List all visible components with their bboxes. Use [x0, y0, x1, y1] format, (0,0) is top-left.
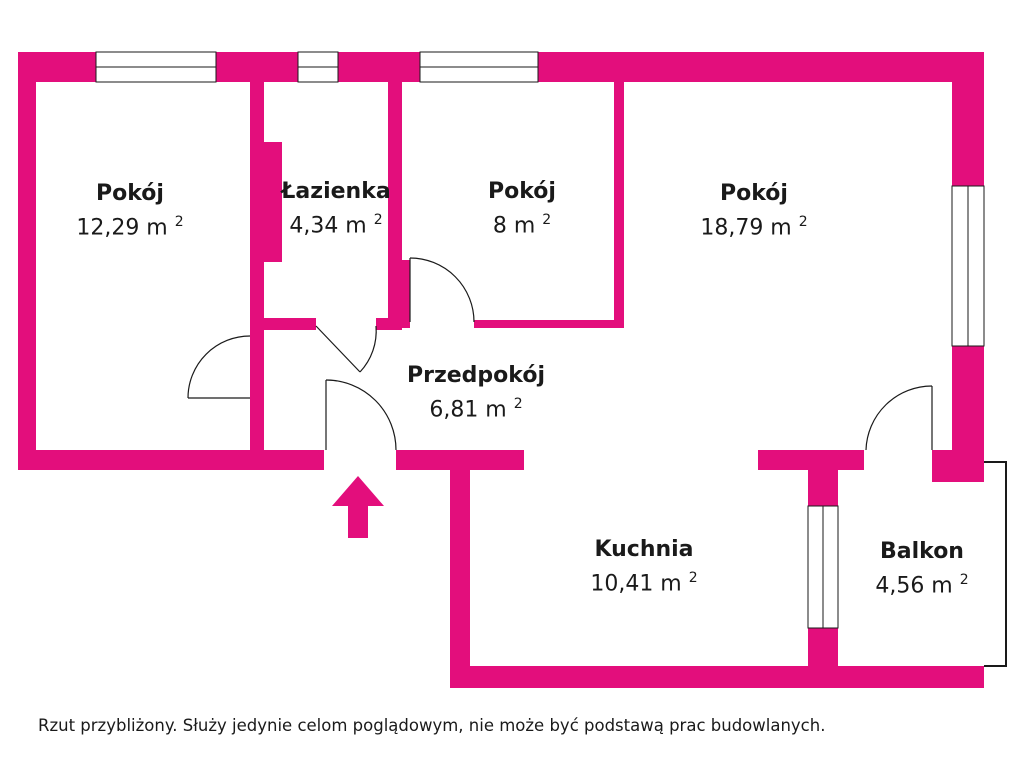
room-label-przedpokoj: Przedpokój 6,81 m 2 [406, 363, 545, 423]
wall-bath-bottom-2 [376, 318, 402, 330]
wall-bottom-left [18, 450, 324, 470]
wall-kitchen-left [450, 450, 470, 688]
wall-kitchen-right-lower [808, 628, 838, 688]
room-label-lazienka: Łazienka 4,34 m 2 [281, 179, 391, 239]
wall-right-upper [952, 52, 984, 186]
walls [18, 52, 984, 688]
wall-bath-right [388, 78, 402, 326]
wall-top-3 [338, 52, 420, 82]
wall-hall-left [250, 330, 264, 340]
wall-kitchen-bottom [450, 666, 984, 688]
arrow-up-icon [332, 476, 384, 538]
wall-bath-stub [264, 142, 282, 262]
wall-top-2 [216, 52, 298, 82]
room-label-pokoj-3: Pokój 18,79 m 2 [700, 181, 808, 241]
door-bathroom [315, 325, 361, 373]
wall-hall-left-2 [250, 398, 264, 450]
wall-room1-right [250, 78, 264, 450]
wall-left [18, 52, 36, 470]
wall-balcony-top [932, 450, 984, 482]
balcony-railing [984, 461, 1007, 667]
wall-room3-bottom [474, 320, 624, 328]
room-label-balkon: Balkon 4,56 m 2 [875, 539, 969, 599]
windows [95, 51, 985, 629]
wall-right-lower [952, 346, 984, 452]
room-label-kuchnia: Kuchnia 10,41 m 2 [590, 537, 698, 597]
room-label-pokoj-2: Pokój 8 m 2 [488, 179, 556, 239]
doors [187, 257, 1007, 667]
wall-bath-bottom [264, 318, 316, 330]
wall-top-4 [538, 52, 984, 82]
wall-room3-right [614, 78, 624, 328]
wall-room3-left [402, 260, 410, 328]
wall-kitchen-right-upper [808, 450, 838, 506]
disclaimer-caption: Rzut przybliżony. Służy jedynie celom po… [38, 716, 826, 735]
room-label-pokoj-1: Pokój 12,29 m 2 [76, 181, 184, 241]
